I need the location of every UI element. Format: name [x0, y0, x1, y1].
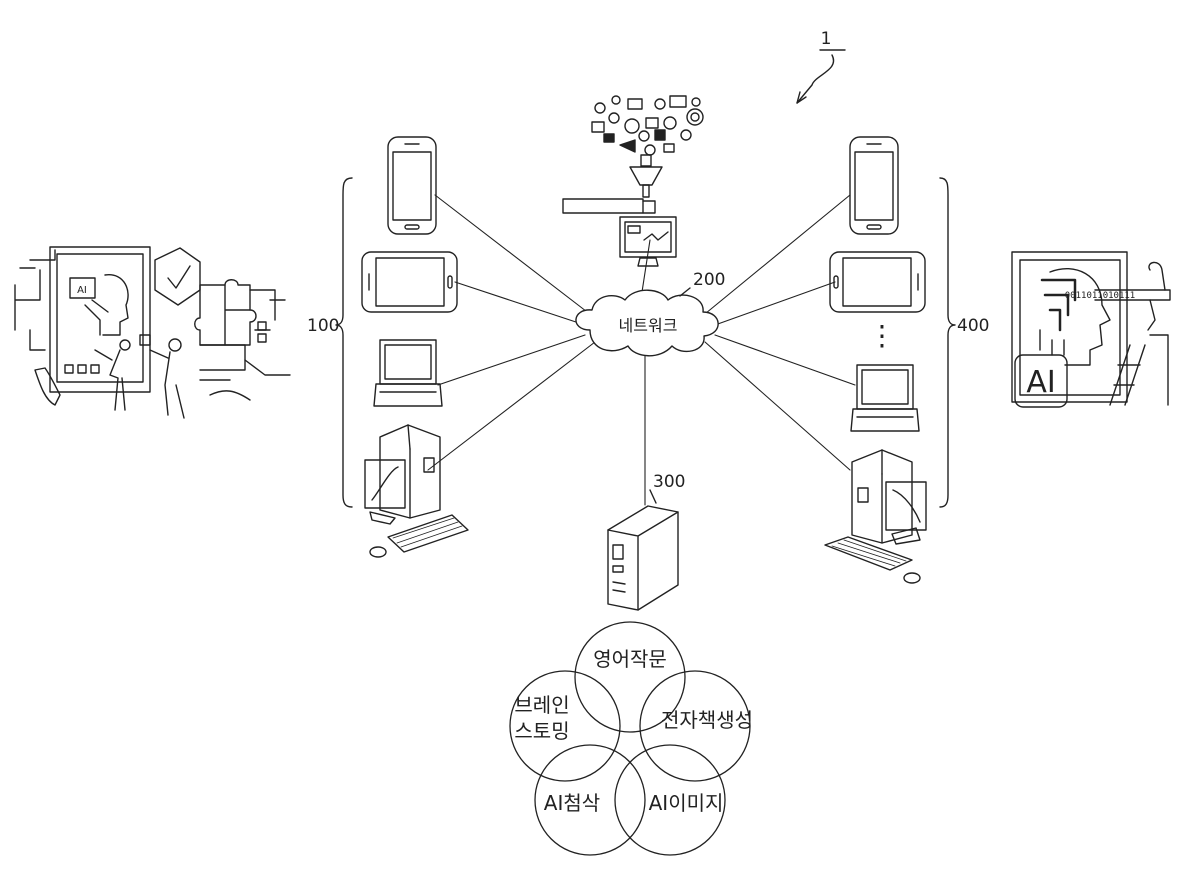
left-group-ref-label: 100 [307, 316, 339, 336]
right-group-ref-label: 400 [957, 316, 989, 336]
service-label-ai-image: AI이미지 [649, 791, 724, 815]
network-ref-label: 200 [693, 270, 725, 290]
data-processing-illustration [563, 96, 703, 266]
ellipsis-more-devices: ⋮ [868, 319, 896, 352]
right-group-bracket [940, 178, 955, 507]
left-ai-illustration [15, 247, 290, 418]
service-label-brainstorming-1: 브레인 [514, 693, 569, 717]
left-laptop [374, 340, 442, 406]
figure-reference [797, 50, 845, 103]
service-label-brainstorming-2: 스토밍 [514, 719, 569, 743]
server-tower [608, 490, 678, 610]
right-illustration-binary: 0011011010111 [1065, 291, 1135, 301]
right-desktop [825, 450, 926, 583]
right-tablet [830, 252, 925, 312]
left-group-bracket [336, 178, 352, 507]
left-smartphone [388, 137, 436, 234]
left-illustration-ai-text: AI [77, 285, 87, 296]
left-tablet [362, 252, 457, 312]
network-label: 네트워크 [619, 316, 678, 335]
right-illustration-ai-badge: AI [1026, 365, 1055, 400]
left-desktop [365, 425, 468, 557]
server-ref-label: 300 [653, 472, 685, 492]
service-label-english-writing: 영어작문 [593, 647, 667, 671]
right-laptop [851, 365, 919, 431]
service-label-ai-correction: AI첨삭 [544, 791, 600, 815]
figure-ref-label: 1 [821, 29, 832, 49]
service-label-ebook: 전자책생성 [661, 708, 753, 732]
right-smartphone [850, 137, 898, 234]
